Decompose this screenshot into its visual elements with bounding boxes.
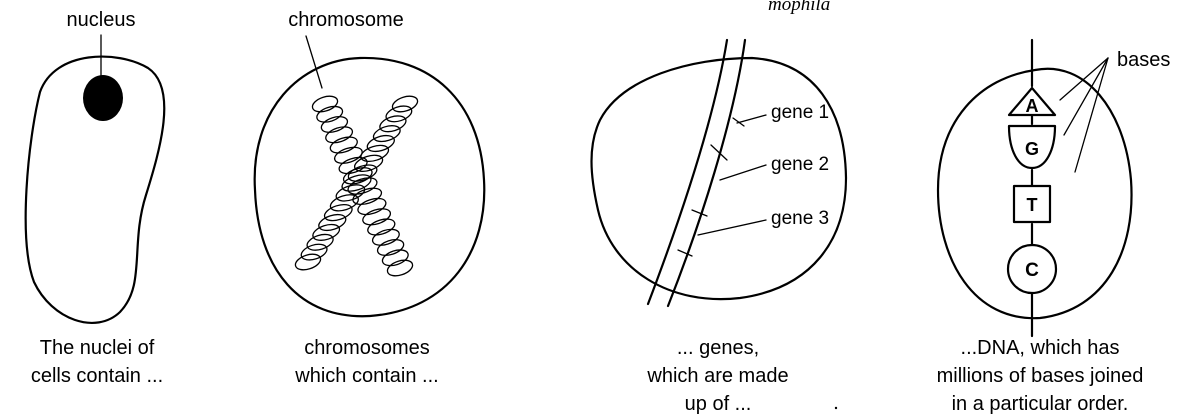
- panel-dna: A G T C bases ...DNA, which has millions…: [937, 40, 1171, 415]
- chromosome-coil-loop: [324, 124, 355, 146]
- caption-line-2: millions of bases joined: [937, 365, 1144, 387]
- chromosome-coil-loop: [390, 93, 419, 114]
- gene-1-label: gene 1: [771, 102, 829, 123]
- chromosome-coil-loop: [359, 142, 391, 164]
- panel-chromosome: chromosome chromosomes which contain ...: [255, 9, 485, 387]
- base-c-letter: C: [1025, 260, 1039, 281]
- caption-line-2: which are made: [646, 365, 788, 387]
- bases-label: bases: [1117, 49, 1170, 71]
- chromosome-coil-loop: [378, 113, 408, 135]
- chromosome-coil-loop: [361, 206, 393, 228]
- chromosome-coil-loop: [315, 104, 345, 126]
- chromosome-coil-loop: [376, 237, 406, 259]
- bases-pointer-line: [1075, 58, 1108, 172]
- chromosome-coil-loop: [311, 221, 342, 243]
- gene-pointer-line: [720, 165, 766, 180]
- base-g-letter: G: [1025, 139, 1039, 159]
- cell-outline: [255, 58, 485, 316]
- chromosome-coil-loop: [323, 202, 355, 224]
- gene-boundary: [692, 210, 707, 216]
- base-a-letter: A: [1026, 96, 1039, 116]
- chromosome-coil-loop: [385, 257, 414, 278]
- chromosome-coil-loop: [310, 93, 339, 114]
- nucleus-shape: [83, 75, 123, 121]
- chromosome-coil-loop: [384, 103, 414, 125]
- caption-line-1: ... genes,: [677, 337, 759, 359]
- caption-line-1: ...DNA, which has: [961, 337, 1120, 359]
- caption-line-1: The nuclei of: [40, 337, 155, 359]
- gene-2-label: gene 2: [771, 154, 829, 175]
- panel-cell: nucleus The nuclei of cells contain ...: [26, 9, 165, 387]
- chromosome-coil-loop: [365, 133, 396, 155]
- gene-pointer-line: [737, 115, 766, 123]
- base-t-letter: T: [1027, 195, 1038, 215]
- chromosome-coil-loop: [333, 144, 365, 166]
- gene-3-label: gene 3: [771, 208, 829, 229]
- chromosome-coil-loop: [293, 251, 322, 272]
- chromosome-coil-loop: [317, 212, 348, 234]
- chromosome-coil-loop: [371, 226, 402, 248]
- top-cropped-text: mophila: [768, 0, 830, 15]
- gene-boundary: [678, 250, 692, 256]
- panel-genes: gene 1 gene 2 gene 3 ... genes, which ar…: [592, 40, 847, 415]
- caption-line-2: which contain ...: [294, 365, 438, 387]
- caption-line-3: in a particular order.: [952, 393, 1129, 415]
- nucleus-label: nucleus: [67, 9, 136, 31]
- chromosome-label: chromosome: [288, 9, 404, 31]
- bases-pointer-line: [1060, 58, 1108, 100]
- caption-line-3: up of ...: [685, 393, 752, 415]
- chromosome-pointer-line: [306, 36, 322, 88]
- scan-speck: [835, 407, 837, 409]
- gene-pointer-line: [698, 220, 766, 235]
- chromosome-coil-loop: [328, 134, 359, 156]
- cell-outline: [592, 58, 847, 299]
- chromosome-coil-loop: [380, 247, 410, 269]
- chromosome-coil-loop: [356, 195, 388, 217]
- chromosome-coil-loop: [319, 114, 349, 136]
- chromosome-coil-loop: [299, 241, 329, 263]
- chromosome-coil-loop: [353, 152, 385, 174]
- chromosome-coil-loop: [366, 216, 397, 238]
- chromosome-coil-loop: [305, 231, 335, 253]
- caption-line-2: cells contain ...: [31, 365, 163, 387]
- chromosome-coil-loop: [372, 123, 403, 145]
- chromosome-strand-right: [668, 40, 745, 306]
- caption-line-1: chromosomes: [304, 337, 430, 359]
